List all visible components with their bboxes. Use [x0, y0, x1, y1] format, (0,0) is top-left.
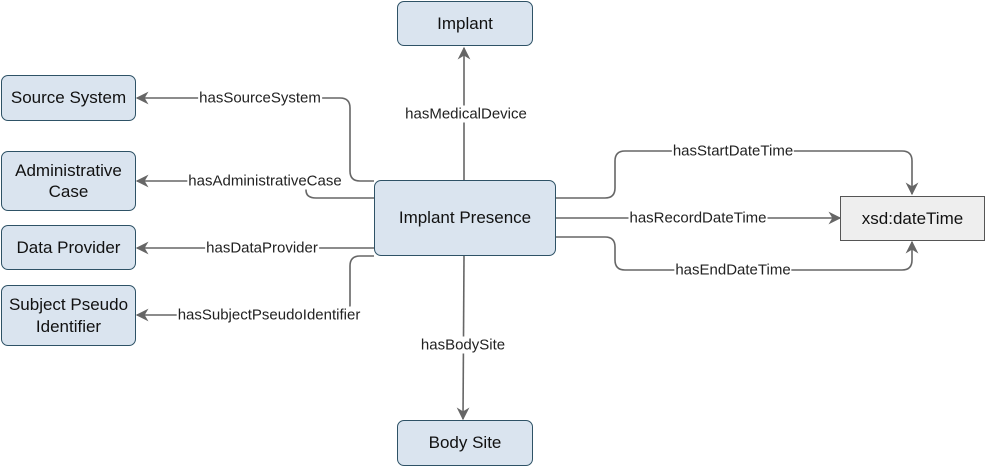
node-body-site[interactable]: Body Site: [397, 420, 533, 466]
label-has-medical-device: hasMedicalDevice: [404, 105, 528, 123]
node-implant[interactable]: Implant: [397, 1, 533, 46]
label-has-record-date-time: hasRecordDateTime: [628, 209, 768, 227]
label-has-administrative-case: hasAdministrativeCase: [187, 172, 343, 190]
node-source-system[interactable]: Source System: [1, 75, 136, 121]
edge-has-source-system: [135, 91, 374, 182]
label-has-body-site: hasBodySite: [419, 336, 507, 354]
node-implant-presence[interactable]: Implant Presence: [374, 180, 556, 256]
node-subject-pseudo-identifier[interactable]: Subject Pseudo Identifier: [1, 285, 136, 346]
edge-has-start-date-time: [556, 150, 919, 199]
label-has-subject-pseudo-identifier: hasSubjectPseudoIdentifier: [176, 306, 362, 324]
node-implant-label: Implant: [437, 13, 493, 33]
node-body-site-label: Body Site: [428, 433, 502, 453]
edge-has-administrative-case: [135, 174, 374, 199]
label-has-end-date-time: hasEndDateTime: [674, 261, 792, 279]
node-xsd-datetime-label: xsd:dateTime: [861, 208, 964, 228]
label-has-source-system: hasSourceSystem: [198, 89, 322, 107]
node-source-system-label: Source System: [10, 88, 127, 108]
node-subject-pseudo-identifier-label: Subject Pseudo Identifier: [8, 295, 129, 336]
node-data-provider-label: Data Provider: [16, 237, 121, 257]
node-xsd-datetime[interactable]: xsd:dateTime: [840, 196, 985, 241]
edge-has-end-date-time: [556, 236, 919, 271]
node-data-provider[interactable]: Data Provider: [1, 225, 136, 270]
label-has-start-date-time: hasStartDateTime: [671, 142, 795, 160]
node-implant-presence-label: Implant Presence: [398, 208, 532, 228]
node-administrative-case-label: Administrative Case: [15, 160, 122, 201]
node-administrative-case[interactable]: Administrative Case: [1, 151, 136, 211]
label-has-data-provider: hasDataProvider: [205, 239, 319, 257]
